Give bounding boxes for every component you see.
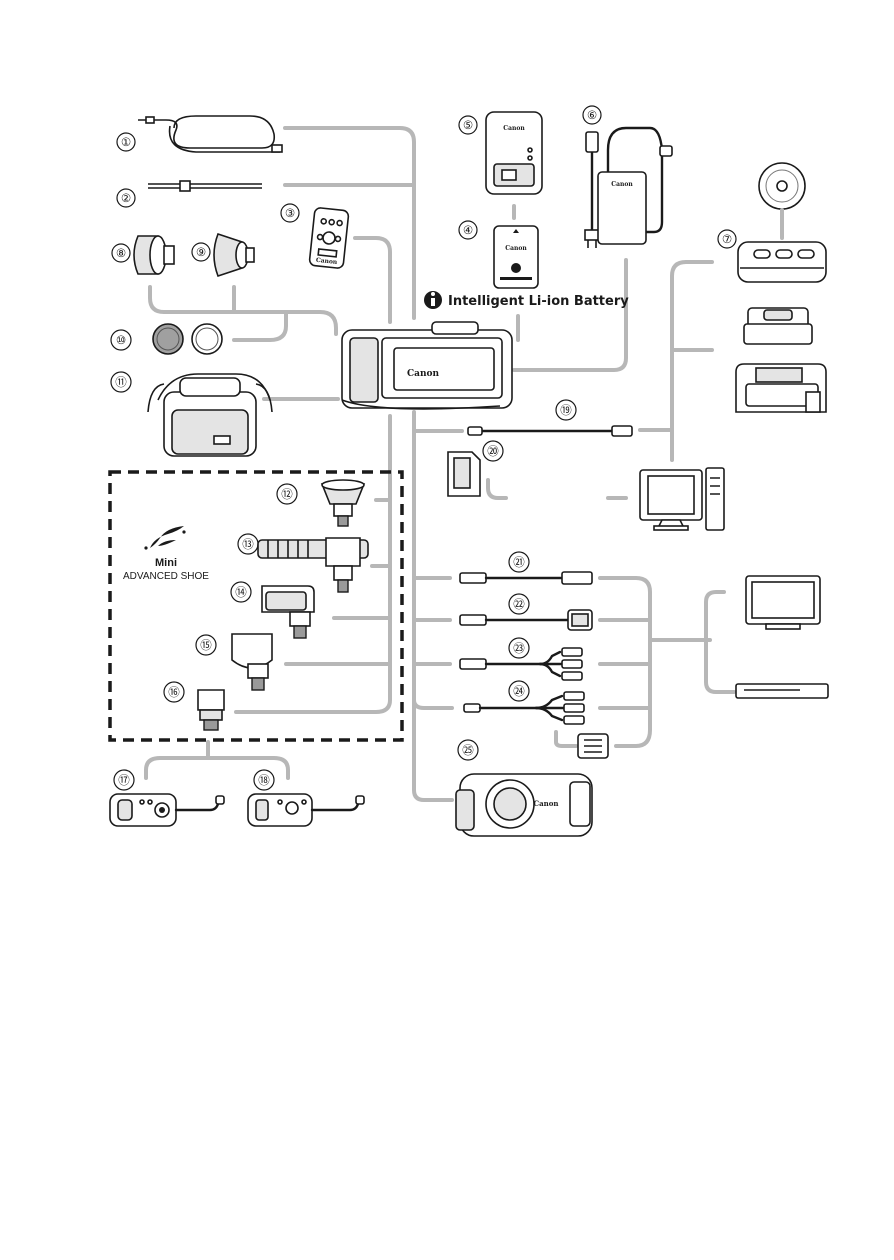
badge-11: ⑪: [111, 372, 131, 392]
svg-text:③: ③: [285, 206, 295, 220]
badge-22: ㉒: [509, 594, 529, 614]
remote-controller-a: [110, 794, 224, 826]
svg-text:㉒: ㉒: [513, 597, 525, 611]
svg-text:⑩: ⑩: [116, 333, 126, 347]
shoulder-strap: [138, 116, 282, 152]
badge-24: ㉔: [509, 681, 529, 701]
video-flash-light: [232, 634, 272, 690]
video-light: [262, 586, 314, 638]
svg-text:㉔: ㉔: [513, 684, 525, 698]
badge-10: ⑩: [111, 330, 131, 350]
badge-7: ⑦: [718, 230, 736, 248]
badge-9: ⑨: [192, 243, 210, 261]
svg-text:⑨: ⑨: [196, 245, 206, 259]
svg-text:④: ④: [463, 223, 473, 237]
badge-12: ⑫: [277, 484, 297, 504]
badge-5: ⑤: [459, 116, 477, 134]
svg-text:Canon: Canon: [505, 245, 527, 252]
component-cable: [460, 610, 592, 630]
svg-text:⑲: ⑲: [560, 403, 572, 417]
badge-23: ㉓: [509, 638, 529, 658]
badge-14: ⑭: [231, 582, 251, 602]
remote-controller-b: [248, 794, 364, 826]
svg-text:Canon: Canon: [503, 125, 525, 132]
svg-text:⑯: ⑯: [168, 685, 180, 699]
badge-4: ④: [459, 221, 477, 239]
shoe-mini-label: Mini: [155, 557, 177, 569]
av-cable: [464, 692, 608, 758]
svg-text:㉕: ㉕: [462, 743, 474, 757]
svg-text:②: ②: [121, 191, 131, 205]
dvd-burner: [738, 163, 826, 282]
svg-text:㉓: ㉓: [513, 641, 525, 655]
badge-1: ①: [117, 133, 135, 151]
shoe-adapter: [198, 690, 224, 730]
surround-microphone: [322, 480, 364, 526]
svg-text:⑰: ⑰: [118, 773, 130, 787]
battery-label: Intelligent Li-ion Battery: [448, 294, 629, 309]
battery-pack: Canon: [494, 226, 538, 288]
badge-3: ③: [281, 204, 299, 222]
badge-13: ⑬: [238, 534, 258, 554]
svg-text:Canon: Canon: [534, 799, 559, 808]
badge-19: ⑲: [556, 400, 576, 420]
svg-text:⑧: ⑧: [116, 246, 126, 260]
badge-2: ②: [117, 189, 135, 207]
svg-text:⑥: ⑥: [587, 108, 597, 122]
usb-cable: [468, 426, 632, 436]
svg-text:⑤: ⑤: [463, 118, 473, 132]
mini-advanced-shoe-logo: Mini ADVANCED SHOE: [123, 526, 209, 582]
battery-charger: Canon: [486, 112, 542, 194]
compact-power-adapter: Canon: [585, 128, 672, 248]
battery-label-group: Intelligent Li-ion Battery: [424, 291, 629, 309]
svg-text:Canon: Canon: [407, 369, 440, 379]
badge-8: ⑧: [112, 244, 130, 262]
svg-text:⑮: ⑮: [200, 638, 212, 652]
svg-text:㉑: ㉑: [513, 555, 525, 569]
directional-microphone: [258, 538, 368, 592]
compact-photo-printer: [744, 308, 812, 344]
wireless-remote: Canon: [309, 207, 349, 268]
filter-set: [153, 324, 222, 354]
mini-advanced-shoe-group: [110, 472, 402, 740]
wrist-strap: [148, 181, 262, 191]
inkjet-printer: [736, 364, 826, 412]
svg-text:⑪: ⑪: [115, 375, 127, 389]
video-recorder: [736, 684, 828, 698]
tele-converter: [134, 236, 174, 274]
hdmi-cable: [460, 572, 592, 584]
badge-17: ⑰: [114, 770, 134, 790]
badge-25: ㉕: [458, 740, 478, 760]
svg-text:⑫: ⑫: [281, 487, 293, 501]
memory-card: [448, 452, 480, 496]
badge-18: ⑱: [254, 770, 274, 790]
svg-text:⑦: ⑦: [722, 232, 732, 246]
badge-16: ⑯: [164, 682, 184, 702]
svg-text:①: ①: [121, 135, 131, 149]
computer: [640, 468, 724, 530]
badge-6: ⑥: [583, 106, 601, 124]
soft-carrying-case: [148, 374, 272, 456]
badge-21: ㉑: [509, 552, 529, 572]
badge-15: ⑮: [196, 635, 216, 655]
badge-20: ⑳: [483, 441, 503, 461]
svg-text:⑱: ⑱: [258, 773, 270, 787]
svg-text:Canon: Canon: [611, 181, 633, 188]
svg-text:⑬: ⑬: [242, 537, 254, 551]
television: [746, 576, 820, 629]
wide-converter: [214, 234, 254, 276]
svg-text:⑳: ⑳: [487, 444, 499, 458]
waterproof-case: Canon: [456, 774, 592, 836]
camcorder: Canon: [342, 322, 512, 409]
shoe-name-label: ADVANCED SHOE: [123, 571, 209, 582]
svg-text:⑭: ⑭: [235, 585, 247, 599]
